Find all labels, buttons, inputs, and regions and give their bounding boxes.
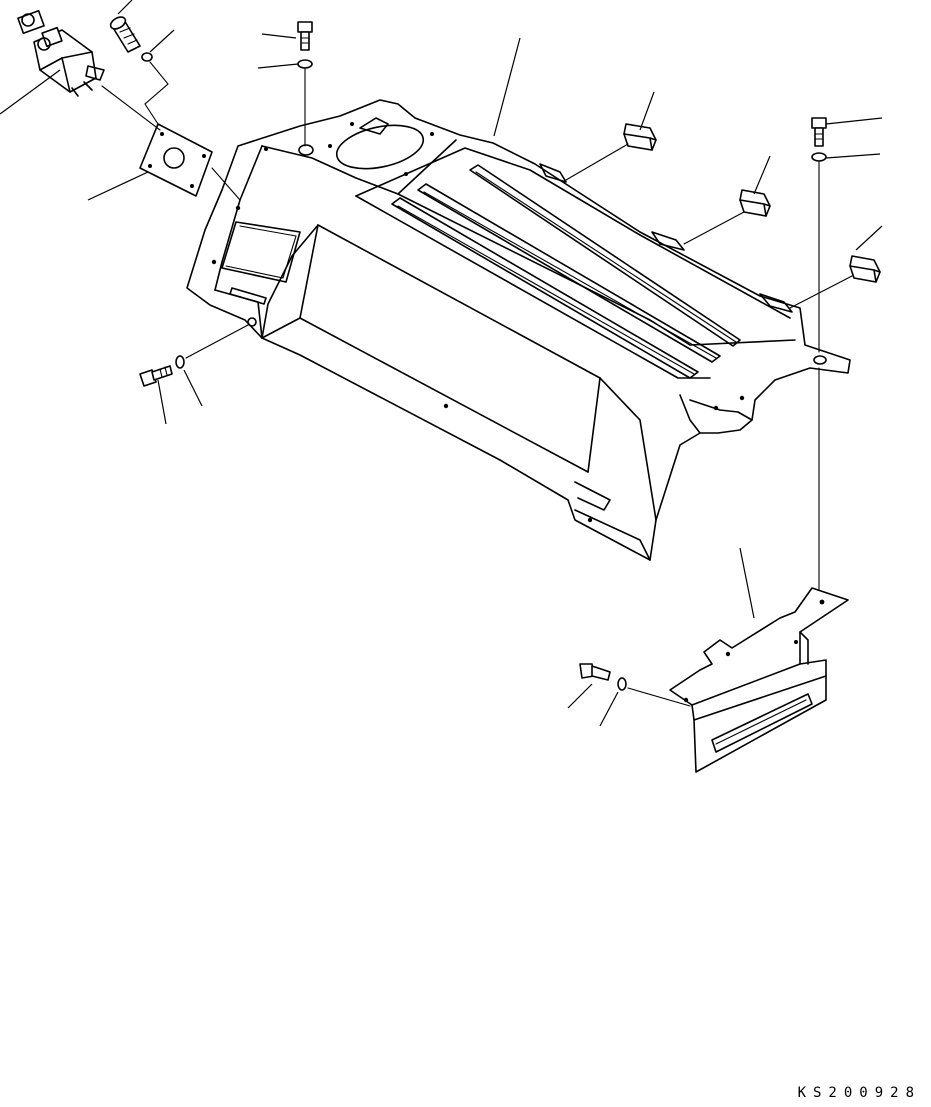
leader-lines — [0, 0, 883, 727]
rubber-block-icon — [739, 189, 771, 217]
bolt-icon — [139, 365, 173, 387]
screw-icon — [109, 16, 141, 53]
mounting-plate-icon — [139, 123, 213, 197]
bolt-icon — [579, 663, 611, 681]
washer-icon — [175, 355, 185, 369]
bolt-icon — [811, 117, 827, 147]
washer-icon — [617, 677, 627, 691]
cover-panel — [186, 99, 851, 561]
bracket-icon — [669, 587, 849, 773]
washer-icon — [297, 59, 313, 69]
washer-icon — [141, 52, 153, 62]
switch-assembly-icon — [17, 9, 105, 97]
drawing-code: KS200928 — [797, 1085, 921, 1101]
rubber-block-icon — [623, 123, 657, 151]
washer-icon — [811, 152, 827, 162]
bolt-icon — [297, 21, 313, 51]
rubber-block-icon — [849, 255, 881, 283]
